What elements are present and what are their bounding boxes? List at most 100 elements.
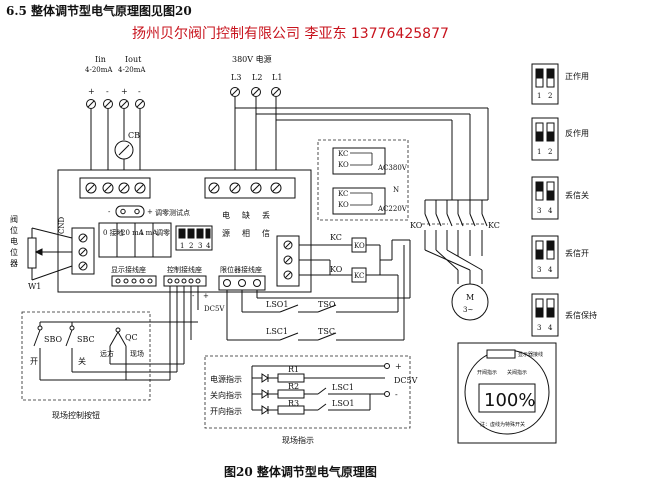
cell-zero: 调零 <box>156 228 170 237</box>
mode-switch-loss-open: 3 4 丢信开 <box>531 235 589 279</box>
mode-reverse-num-1: 1 <box>537 148 541 156</box>
mode-forward-num-2: 2 <box>548 92 552 100</box>
iout-range: 4-20mA <box>118 66 146 74</box>
mode-switch-loss-close: 3 4 丢信关 <box>531 176 589 220</box>
mode-reverse-label: 反作用 <box>565 128 589 138</box>
pot-name: W1 <box>28 282 41 291</box>
mode-switches: 1 2 正作用 1 2 反作用 3 4 丢信关 3 4 <box>531 63 597 337</box>
cb-label: CB <box>128 131 140 140</box>
r1-label: R1 <box>288 365 299 374</box>
pot-label: 阀位电位器 <box>10 215 18 268</box>
tso-label: TSO <box>318 300 336 309</box>
figure-caption: 图20 整体调节型电气原理图 <box>224 464 377 479</box>
indicator-lso1: LSO1 <box>332 399 354 408</box>
potentiometer-icon <box>27 237 37 269</box>
mode-loss-close-num-3: 3 <box>537 207 541 215</box>
label-source: 源 <box>222 229 230 238</box>
local-label: 现场 <box>130 349 144 358</box>
iin-label: Iin <box>95 55 106 64</box>
supply-select-box: AC380V AC220V N KC KO KC KO <box>317 139 409 221</box>
dip-4: 4 <box>206 242 211 250</box>
terminal-screw <box>208 182 282 194</box>
range-select-cells: 0 接地 20 mA 4 mA 调零 <box>98 222 172 258</box>
open-label: 开 <box>30 357 38 366</box>
zero-test-point: - + 调零测试点 <box>108 205 190 218</box>
dip-1: 1 <box>180 242 184 250</box>
kc-contacts-label: KC <box>488 221 500 230</box>
n-label: N <box>393 186 399 194</box>
close-label: 关 <box>78 356 86 366</box>
mode-loss-hold-num-4: 4 <box>548 324 553 332</box>
qc-label: QC <box>125 333 138 342</box>
sbo-label: SBO <box>44 335 63 344</box>
zero-test-label: 调零测试点 <box>155 208 190 217</box>
indicator-power-label: 电源指示 <box>210 374 242 384</box>
kc-coil-label: KC <box>330 233 342 242</box>
board-dip-switch: 1 2 3 4 <box>175 225 213 251</box>
lso1-label: LSO1 <box>266 300 288 309</box>
mode-loss-open-num-4: 4 <box>548 266 553 274</box>
cnd-label: CND <box>58 217 66 234</box>
meter-value: 100% <box>484 390 535 411</box>
indicator-caption: 现场指示 <box>282 435 314 445</box>
contactor-coils: KC KO KO KC <box>299 233 392 283</box>
ac380-label: AC380V <box>377 164 408 172</box>
ko-coil-label: KO <box>330 265 343 274</box>
power-supply-label: 380V 电源 <box>232 54 272 64</box>
meter-close-indicator: 关阀指示 <box>507 369 527 376</box>
zero-test-minus: - <box>108 208 111 216</box>
terminal-screw <box>85 182 146 194</box>
power-terminal-strip <box>204 177 296 199</box>
meter-note: 注：虚线为特殊开关 <box>480 421 525 428</box>
iout-minus: - <box>138 87 141 96</box>
power-supply: 380V 电源 L3 L2 L1 <box>230 54 489 200</box>
relay-kc-1: KC <box>338 150 348 158</box>
indicator-panel: 电源指示 关向指示 开向指示 R1 R2 R3 LSC1 LSO1 + <box>204 355 418 445</box>
display-meter: 显示器接线 开阀指示 关阀指示 100% 注：虚线为特殊开关 <box>457 342 557 444</box>
meter-title: 显示器接线 <box>518 351 543 358</box>
mode-loss-hold-num-3: 3 <box>537 324 541 332</box>
motor-icon <box>451 283 489 321</box>
zero-test-plus: + <box>147 208 153 216</box>
section-title: 6.5 整体调节型电气原理图见图20 <box>6 3 192 18</box>
kc-coil-text: KO <box>354 242 365 250</box>
control-connector <box>163 275 207 287</box>
remote-label: 远方 <box>100 349 114 358</box>
dc5v-plus: + <box>203 292 209 300</box>
indicator-minus: - <box>395 390 398 399</box>
ko-coil-text: KC <box>354 272 364 280</box>
iin-minus: - <box>106 87 109 96</box>
limit-conn-label: 限位器接线座 <box>220 265 262 274</box>
motor-sub: 3~ <box>463 306 473 314</box>
indicator-lsc1: LSC1 <box>332 383 354 392</box>
company-line: 扬州贝尔阀门控制有限公司 李亚东 13776425877 <box>132 26 449 42</box>
label-power: 电 <box>222 210 230 220</box>
indicator-close-label: 关向指示 <box>210 390 242 400</box>
mode-forward-num-1: 1 <box>537 92 541 100</box>
label-phase: 相 <box>242 228 250 238</box>
dc5v-minus: - <box>192 292 195 300</box>
mode-reverse-num-2: 2 <box>548 148 552 156</box>
motor-label: M <box>466 293 474 302</box>
mode-switch-forward: 1 2 正作用 <box>531 63 589 105</box>
cell-ground: 0 接地 <box>103 228 124 237</box>
sbc-label: SBC <box>77 335 95 344</box>
indicator-open-label: 开向指示 <box>210 406 242 416</box>
mode-loss-hold-label: 丢信保持 <box>565 310 597 320</box>
phase-l3: L3 <box>231 73 241 82</box>
r2-label: R2 <box>288 382 299 391</box>
meter-open-indicator: 开阀指示 <box>477 369 497 376</box>
dip-2: 2 <box>189 242 193 250</box>
signal-terminal-strip <box>79 177 151 199</box>
tsc-label: TSC <box>318 327 335 336</box>
mode-loss-open-label: 丢信开 <box>565 248 589 258</box>
local-panel-caption: 现场控制按钮 <box>52 410 100 420</box>
potentiometer-section: CND 阀位电位器 W1 <box>10 215 95 291</box>
iout-label: Iout <box>125 55 142 64</box>
label-signal: 信 <box>262 228 270 238</box>
terminal-screw <box>86 99 145 109</box>
indicator-dc5v: DC5V <box>394 376 418 385</box>
mode-switch-loss-hold: 3 4 丢信保持 <box>531 293 597 337</box>
limit-switch-wiring: LSO1 TSO LSC1 TSC <box>226 239 411 341</box>
